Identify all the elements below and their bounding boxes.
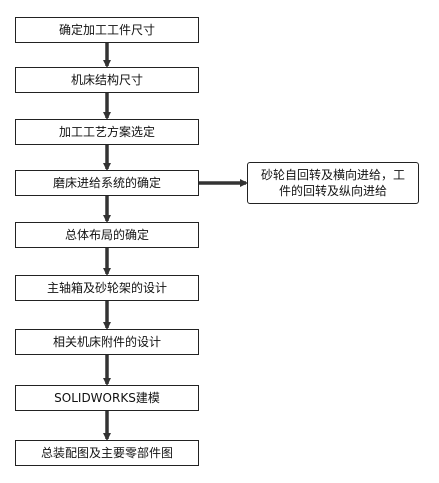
step-9-label: 总装配图及主要零部件图 xyxy=(40,445,173,460)
step-2-box: 机床结构尺寸 xyxy=(15,67,199,93)
step-6-box: 主轴箱及砂轮架的设计 xyxy=(15,275,199,301)
side-note-label: 砂轮自回转及横向进给，工件的回转及纵向进给 xyxy=(260,168,405,198)
step-2-label: 机床结构尺寸 xyxy=(70,72,143,87)
step-4-label: 磨床进给系统的确定 xyxy=(52,175,161,190)
step-3-box: 加工工艺方案选定 xyxy=(15,119,199,145)
step-7-label: 相关机床附件的设计 xyxy=(52,334,161,349)
step-1-label: 确定加工工件尺寸 xyxy=(58,22,155,37)
step-6-label: 主轴箱及砂轮架的设计 xyxy=(46,280,167,295)
step-1-box: 确定加工工件尺寸 xyxy=(15,17,199,43)
step-4-box: 磨床进给系统的确定 xyxy=(15,170,199,196)
step-5-label: 总体布局的确定 xyxy=(64,227,149,242)
step-8-label: SOLIDWORKS建模 xyxy=(54,390,160,405)
side-note-box: 砂轮自回转及横向进给，工件的回转及纵向进给 xyxy=(247,162,419,204)
step-3-label: 加工工艺方案选定 xyxy=(58,124,155,139)
step-7-box: 相关机床附件的设计 xyxy=(15,329,199,355)
step-5-box: 总体布局的确定 xyxy=(15,222,199,248)
step-9-box: 总装配图及主要零部件图 xyxy=(15,440,199,466)
step-8-box: SOLIDWORKS建模 xyxy=(15,385,199,411)
